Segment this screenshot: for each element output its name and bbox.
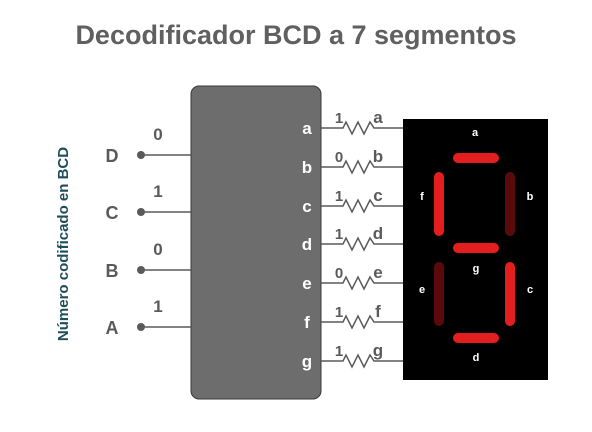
resistor-wire-c: [321, 198, 403, 214]
decoder-pin-g: g: [302, 352, 312, 371]
decoder-pin-d: d: [302, 235, 312, 254]
segment-label-d: d: [473, 352, 480, 364]
resistor-wire-b: [321, 159, 403, 175]
segment-a: [453, 153, 499, 163]
input-label-b: B: [106, 261, 119, 281]
output-value-e: 0: [335, 265, 343, 282]
output-value-g: 1: [335, 343, 343, 360]
output-wire-label-f: f: [375, 302, 381, 321]
output-value-b: 0: [335, 149, 343, 166]
output-value-f: 1: [335, 304, 343, 321]
diagram-title: Decodificador BCD a 7 segmentos: [75, 20, 517, 50]
input-label-a: A: [106, 318, 119, 338]
output-wire-label-g: g: [373, 341, 383, 360]
input-value-c: 1: [153, 182, 162, 201]
segment-label-b: b: [527, 191, 534, 203]
segment-label-e: e: [419, 284, 425, 296]
input-label-c: C: [106, 203, 119, 223]
segment-b: [505, 172, 515, 236]
decoder-pin-c: c: [302, 197, 311, 216]
input-value-a: 1: [153, 297, 162, 316]
output-wire-label-d: d: [373, 224, 383, 243]
output-wire-label-b: b: [373, 147, 383, 166]
decoder-pin-f: f: [304, 313, 310, 332]
resistor-wire-g: [321, 353, 403, 369]
output-value-a: 1: [335, 110, 343, 127]
resistor-wire-d: [321, 236, 403, 252]
decoder-pin-e: e: [302, 274, 311, 293]
segment-label-c: c: [527, 284, 533, 296]
segment-g: [453, 243, 499, 253]
segment-f: [434, 172, 444, 236]
resistor-wire-e: [321, 275, 403, 291]
segment-label-f: f: [420, 191, 424, 203]
segment-c: [505, 262, 515, 326]
decoder-block: [190, 85, 322, 400]
output-wire-label-e: e: [373, 263, 382, 282]
segment-label-a: a: [472, 127, 479, 139]
output-value-c: 1: [335, 188, 343, 205]
segment-label-g: g: [473, 263, 480, 275]
input-label-d: D: [106, 146, 119, 166]
output-wire-label-c: c: [373, 186, 382, 205]
decoder-pin-b: b: [302, 158, 312, 177]
resistor-wire-a: [321, 120, 403, 136]
side-label: Número codificado en BCD: [55, 147, 72, 341]
output-value-d: 1: [335, 226, 343, 243]
segment-d: [453, 333, 499, 343]
segment-e: [434, 262, 444, 326]
decoder-pin-a: a: [302, 119, 312, 138]
output-wire-label-a: a: [373, 108, 383, 127]
resistor-wire-f: [321, 314, 403, 330]
input-value-d: 0: [153, 125, 162, 144]
input-value-b: 0: [153, 240, 162, 259]
